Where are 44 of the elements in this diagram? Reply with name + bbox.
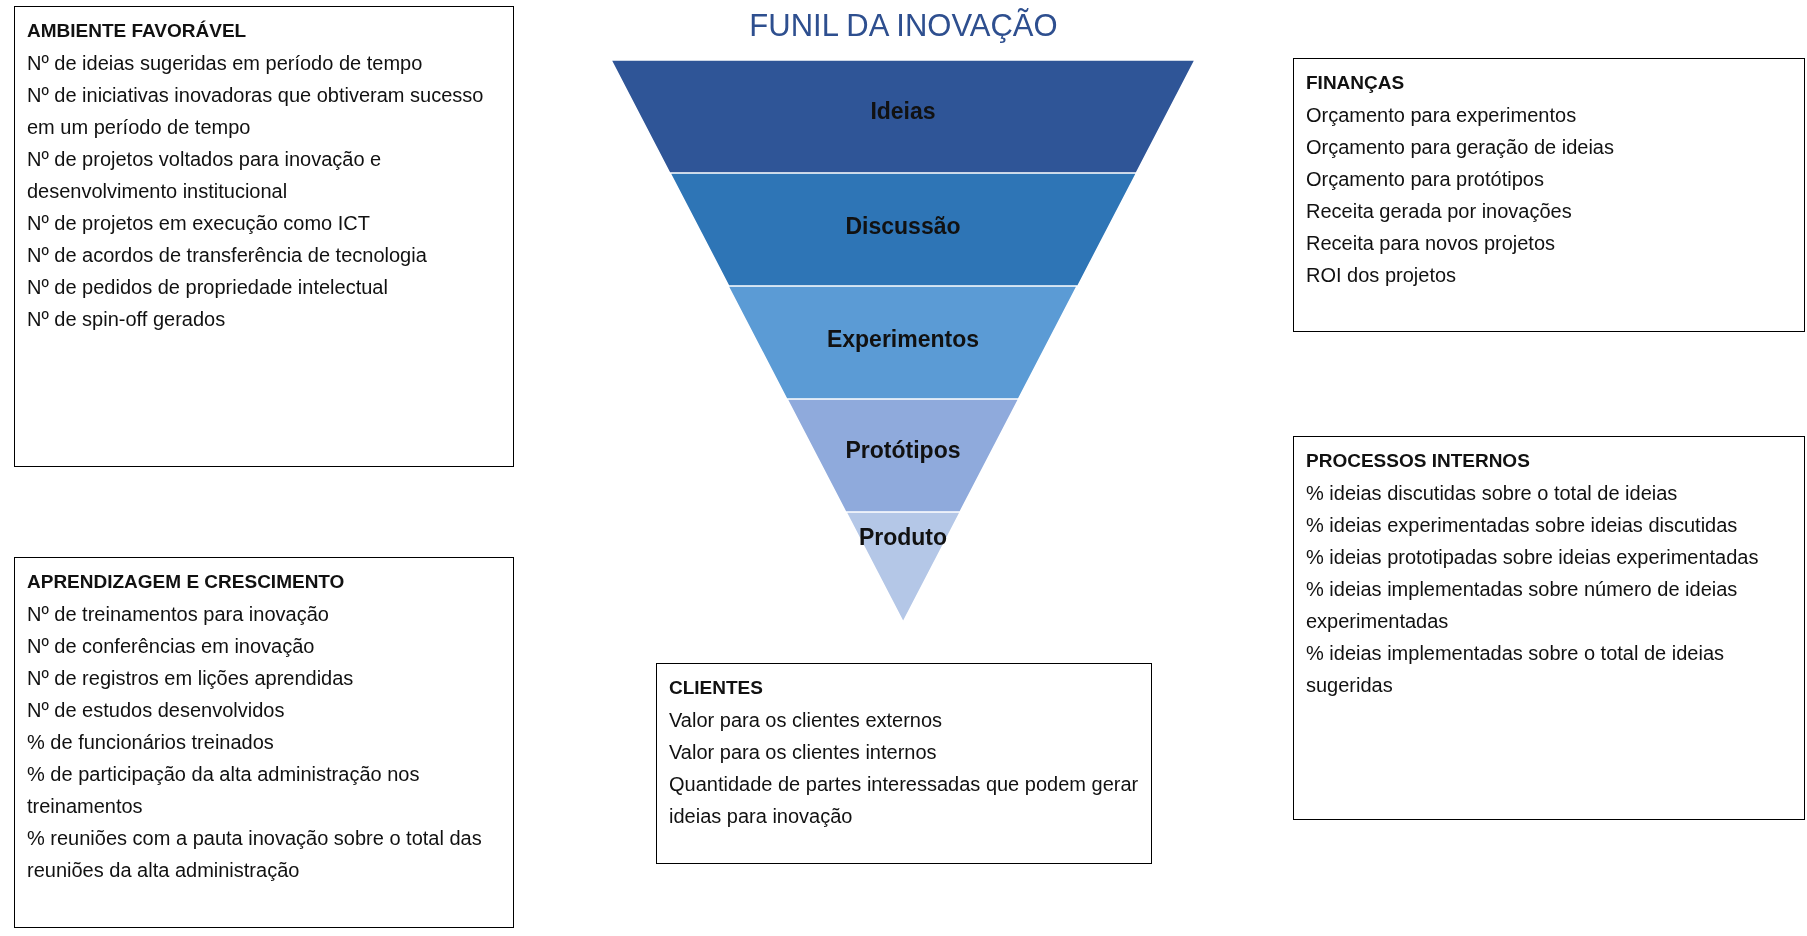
box-heading: FINANÇAS <box>1306 71 1406 95</box>
indicator-box <box>1293 436 1805 820</box>
list-item: Nº de iniciativas inovadoras que obtiveram sucesso em um período de tempo <box>27 83 485 140</box>
box-heading: CLIENTES <box>669 676 764 700</box>
list-item: Nº de pedidos de propriedade intelectual <box>27 275 389 300</box>
indicator-box <box>656 663 1152 864</box>
list-item: Nº de ideias sugeridas em período de tempo <box>27 51 424 76</box>
stage-label: Protótipos <box>845 437 961 464</box>
stage-label: Produto <box>858 524 948 551</box>
indicator-box <box>14 6 514 467</box>
list-item: % de participação da alta administração nos treinamentos <box>27 762 421 819</box>
box-heading: PROCESSOS INTERNOS <box>1306 449 1531 473</box>
list-item: % ideias discutidas sobre o total de ideias <box>1306 481 1679 506</box>
box-heading: APRENDIZAGEM E CRESCIMENTO <box>27 570 346 594</box>
diagram-title: FUNIL DA INOVAÇÃO <box>749 8 1058 44</box>
indicator-box <box>14 557 514 928</box>
list-item: Quantidade de partes interessadas que podem gerar ideias para inovação <box>669 772 1139 829</box>
list-item: % ideias prototipadas sobre ideias experimentadas <box>1306 545 1760 570</box>
list-item: Valor para os clientes externos <box>669 708 944 733</box>
list-item: Nº de estudos desenvolvidos <box>27 698 286 723</box>
list-item: % reuniões com a pauta inovação sobre o total das reuniões da alta administração <box>27 826 483 883</box>
list-item: % de funcionários treinados <box>27 730 275 755</box>
list-item: Receita gerada por inovações <box>1306 199 1573 224</box>
stage-label: Discussão <box>845 213 961 240</box>
list-item: Nº de acordos de transferência de tecnologia <box>27 243 428 268</box>
list-item: Orçamento para geração de ideias <box>1306 135 1615 160</box>
list-item: Nº de registros em lições aprendidas <box>27 666 355 691</box>
box-heading: AMBIENTE FAVORÁVEL <box>27 19 248 43</box>
list-item: Nº de treinamentos para inovação <box>27 602 330 627</box>
list-item: Valor para os clientes internos <box>669 740 938 765</box>
list-item: Orçamento para protótipos <box>1306 167 1545 192</box>
indicator-box <box>1293 58 1805 332</box>
list-item: Nº de conferências em inovação <box>27 634 316 659</box>
list-item: Nº de spin-off gerados <box>27 307 227 332</box>
stage-label: Experimentos <box>826 326 980 353</box>
list-item: Nº de projetos voltados para inovação e desenvolvimento institucional <box>27 147 383 204</box>
list-item: ROI dos projetos <box>1306 263 1458 288</box>
list-item: % ideias experimentadas sobre ideias discutidas <box>1306 513 1739 538</box>
list-item: Nº de projetos em execução como ICT <box>27 211 371 236</box>
list-item: % ideias implementadas sobre número de ideias experimentadas <box>1306 577 1739 634</box>
list-item: % ideias implementadas sobre o total de ideias sugeridas <box>1306 641 1726 698</box>
list-item: Orçamento para experimentos <box>1306 103 1578 128</box>
list-item: Receita para novos projetos <box>1306 231 1557 256</box>
stage-label: Ideias <box>870 98 936 125</box>
